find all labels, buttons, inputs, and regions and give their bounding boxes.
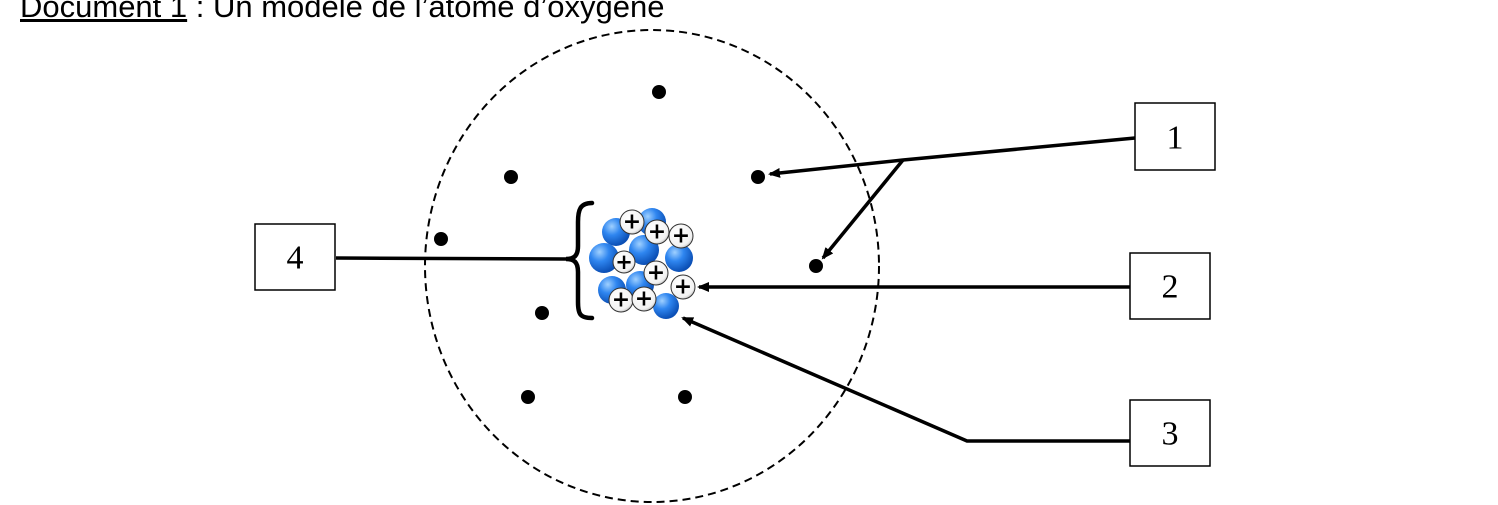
neutron <box>665 244 693 272</box>
arrow-to-neutron <box>681 316 1130 443</box>
neutron <box>653 293 679 319</box>
electron <box>678 390 692 404</box>
electron <box>809 259 823 273</box>
svg-text:+: + <box>647 261 665 286</box>
proton: + <box>670 274 696 300</box>
proton: + <box>668 223 694 249</box>
electron-cloud-boundary <box>424 29 880 503</box>
proton: + <box>619 209 645 235</box>
svg-text:+: + <box>635 287 653 312</box>
leader-lines <box>335 136 1136 443</box>
electron <box>504 170 518 184</box>
proton: + <box>631 286 657 312</box>
svg-text:+: + <box>648 220 666 245</box>
label-box-3: 3 <box>1129 399 1211 467</box>
label-box-2: 2 <box>1129 252 1211 320</box>
nucleus: + + + + + + + + <box>589 208 696 319</box>
label-box-4: 4 <box>254 223 336 291</box>
label-3-text: 3 <box>1162 416 1179 453</box>
label-box-1: 1 <box>1134 102 1216 171</box>
svg-text:+: + <box>612 288 630 313</box>
svg-text:+: + <box>615 250 633 274</box>
arrow-to-electron-b <box>821 158 905 260</box>
proton: + <box>608 287 634 313</box>
label-2-text: 2 <box>1162 269 1179 306</box>
label-1-text: 1 <box>1167 120 1184 157</box>
line-to-nucleus <box>335 256 567 261</box>
proton: + <box>612 250 636 274</box>
svg-text:+: + <box>623 210 641 235</box>
document-number: Document 1 <box>20 0 188 24</box>
svg-text:+: + <box>672 224 690 249</box>
electron <box>652 85 666 99</box>
electron <box>751 170 765 184</box>
proton: + <box>644 219 670 245</box>
electron <box>521 390 535 404</box>
nucleus-brace <box>565 200 595 321</box>
proton: + <box>643 260 669 286</box>
label-4-text: 4 <box>287 240 304 277</box>
caption-title: Un modèle de l’atome d’oxygène <box>212 0 665 24</box>
electron <box>535 306 549 320</box>
document-caption: Document 1 : Un modèle de l’atome d’oxyg… <box>20 0 664 25</box>
electron <box>434 232 448 246</box>
svg-text:+: + <box>674 275 692 300</box>
caption-separator: : <box>187 0 213 24</box>
electrons <box>434 85 823 404</box>
neutron <box>589 243 619 273</box>
arrow-to-electron-a <box>768 136 1136 178</box>
